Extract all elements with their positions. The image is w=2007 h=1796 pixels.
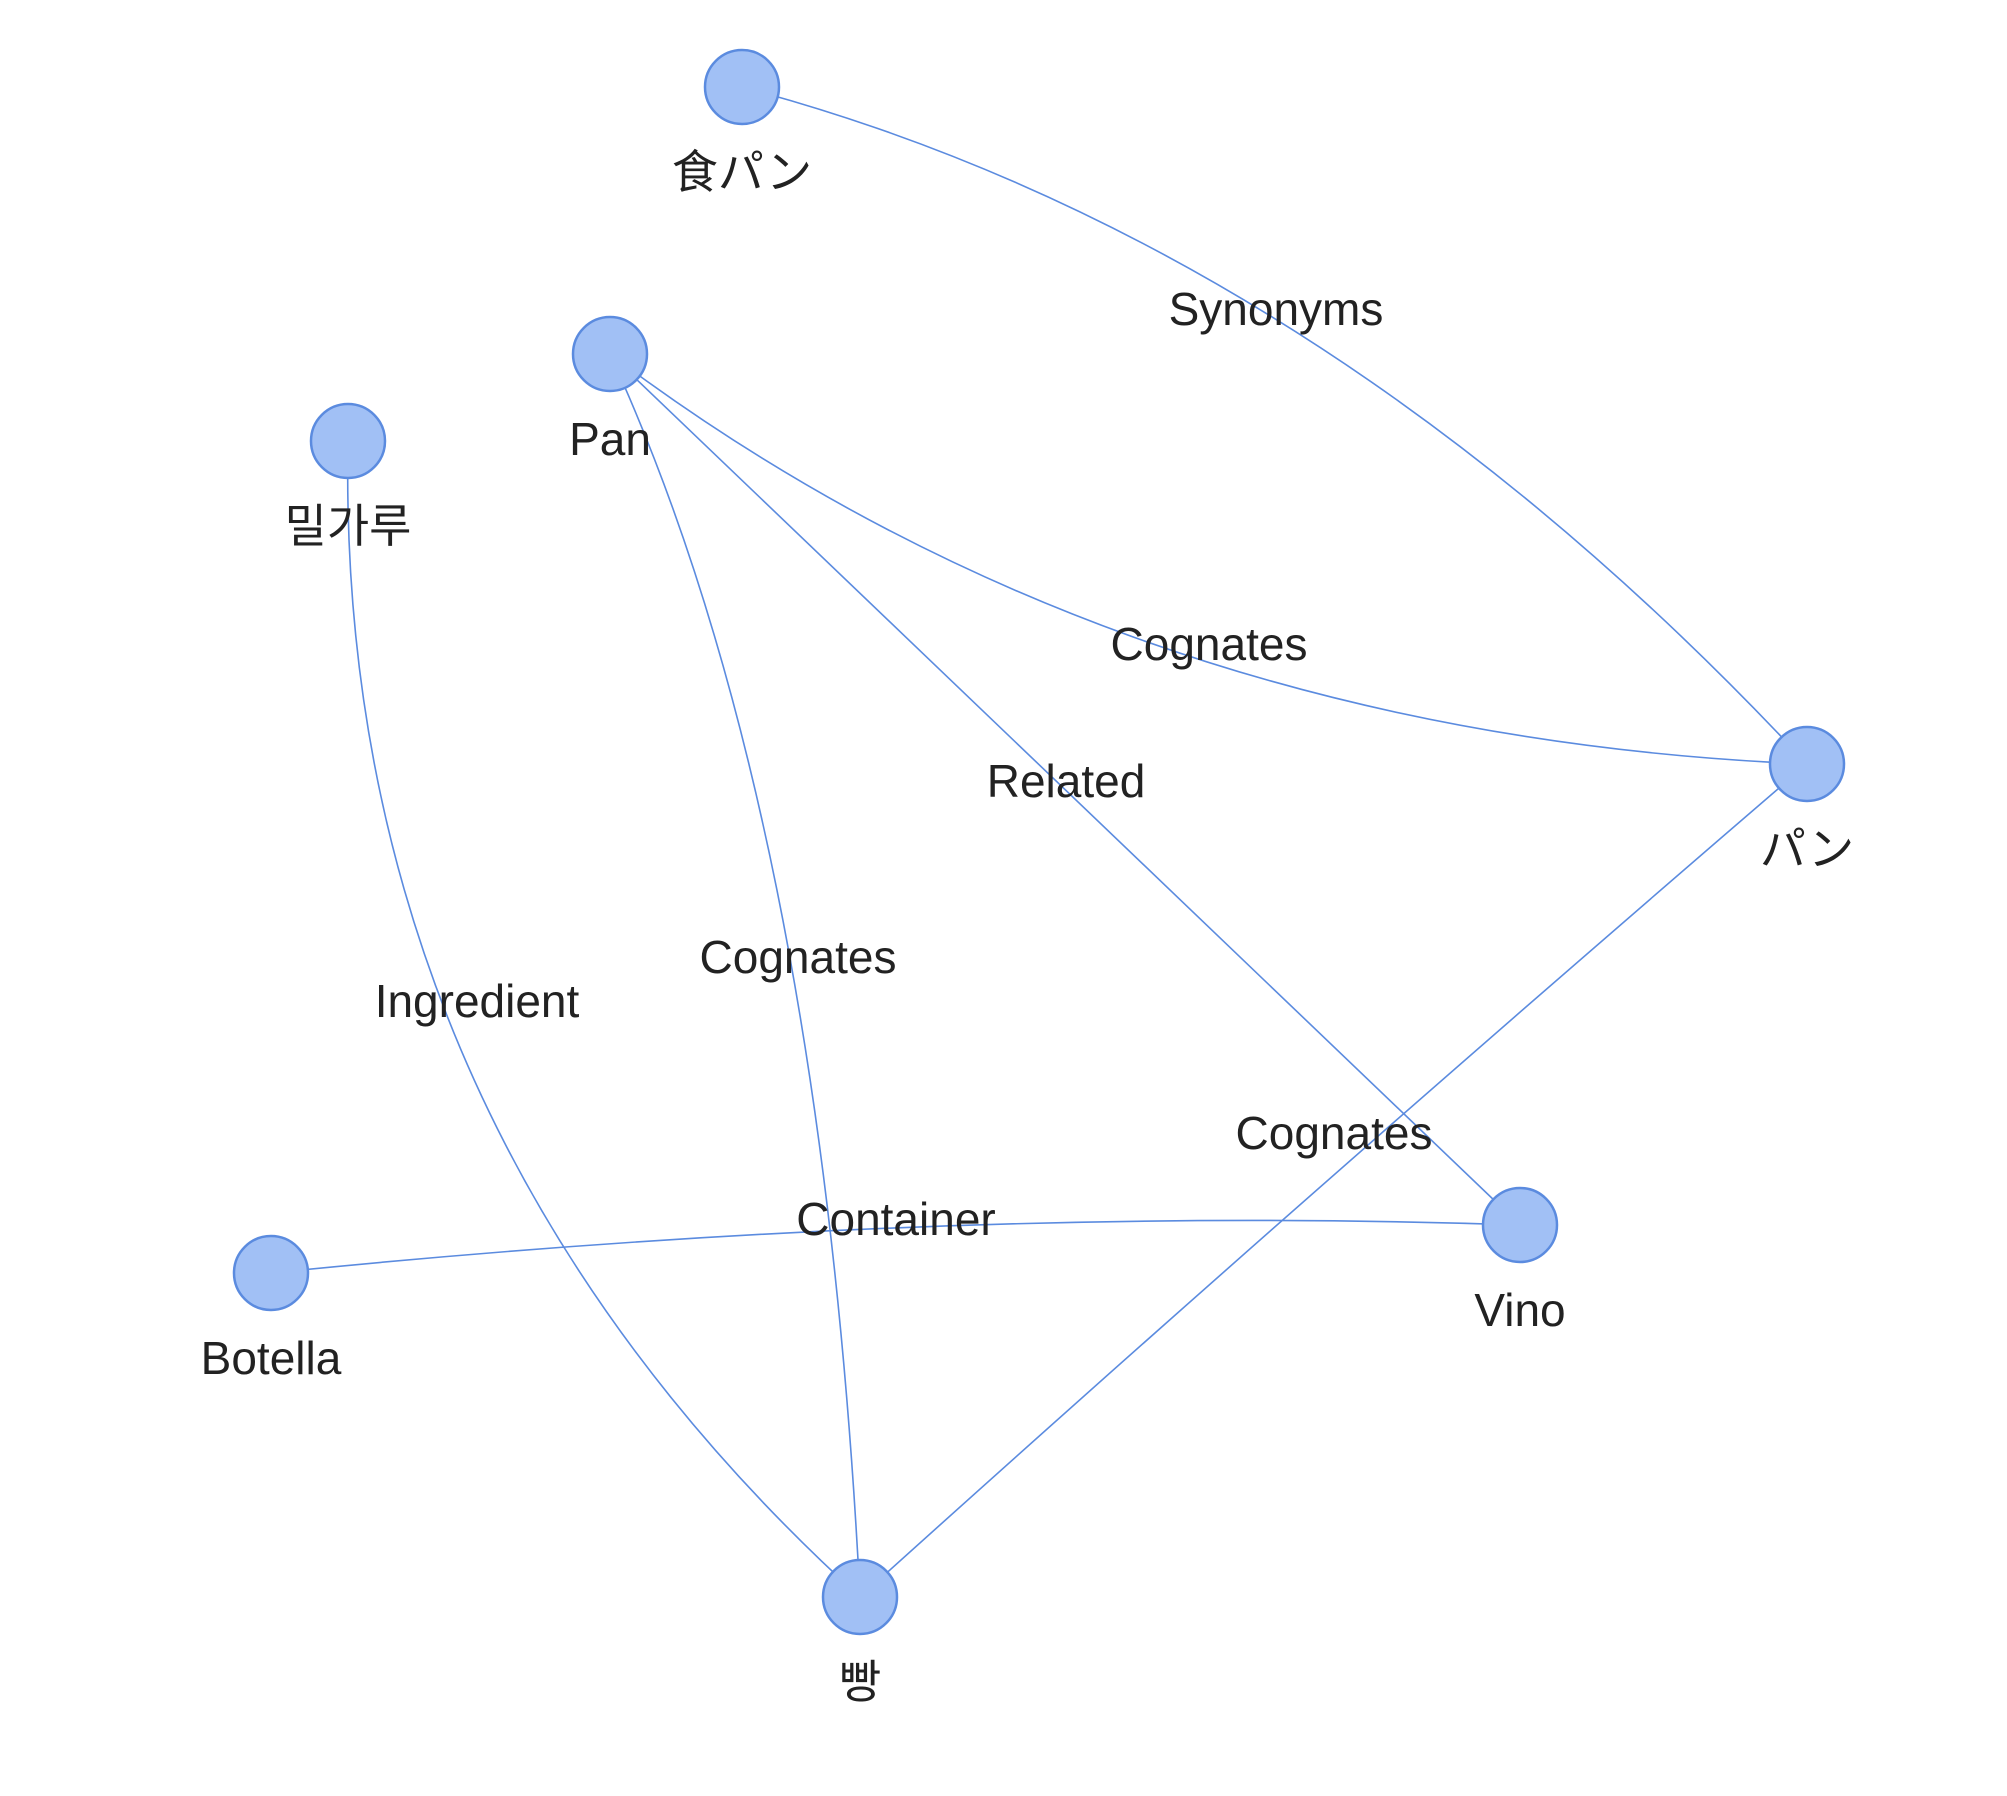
node-botella-circle[interactable] <box>232 1234 310 1312</box>
node-ppang-circle[interactable] <box>821 1558 899 1636</box>
edge-related-label: Related <box>987 755 1146 807</box>
node-vino-circle[interactable] <box>1481 1186 1559 1264</box>
edge-cognates-pan-ppang-label: Cognates <box>700 931 897 983</box>
edge-ingredient-label: Ingredient <box>375 975 580 1027</box>
node-milgaru[interactable]: 밀가루 <box>285 402 412 553</box>
edge-synonyms-line <box>741 86 1808 765</box>
node-shokupan-circle[interactable] <box>703 48 781 126</box>
edge-cognates-pan-panja-label: Cognates <box>1111 618 1308 670</box>
node-vino[interactable]: Vino <box>1474 1186 1566 1336</box>
edge-ingredient-line <box>346 440 861 1598</box>
edge-container-label: Container <box>796 1193 995 1245</box>
node-pan-circle[interactable] <box>571 315 649 393</box>
node-pan-ja-label: パン <box>1760 822 1854 876</box>
node-botella[interactable]: Botella <box>201 1234 342 1384</box>
node-pan[interactable]: Pan <box>569 315 651 465</box>
edge-cognates-pan-ppang-line <box>609 353 861 1598</box>
node-milgaru-label: 밀가루 <box>285 499 412 553</box>
edge-container-line <box>270 1219 1521 1274</box>
node-pan-ja[interactable]: パン <box>1760 725 1854 876</box>
node-shokupan[interactable]: 食パン <box>672 48 812 199</box>
node-milgaru-circle[interactable] <box>309 402 387 480</box>
node-shokupan-label: 食パン <box>672 145 812 199</box>
edge-cognates-panja-ppang-line <box>859 763 1808 1598</box>
edge-related-line <box>609 353 1521 1226</box>
node-ppang-label: 빵 <box>839 1655 881 1709</box>
edges-layer <box>270 86 1808 1598</box>
edge-cognates-panja-ppang-label: Cognates <box>1236 1107 1433 1159</box>
node-botella-label: Botella <box>201 1332 342 1384</box>
node-ppang[interactable]: 빵 <box>821 1558 899 1709</box>
node-pan-ja-circle[interactable] <box>1768 725 1846 803</box>
edge-cognates-pan-panja-line <box>609 353 1808 765</box>
node-vino-label: Vino <box>1474 1284 1565 1336</box>
edge-labels-layer: SynonymsCognatesRelatedCognatesIngredien… <box>375 283 1433 1245</box>
edge-synonyms-label: Synonyms <box>1169 283 1384 335</box>
node-pan-label: Pan <box>569 413 651 465</box>
